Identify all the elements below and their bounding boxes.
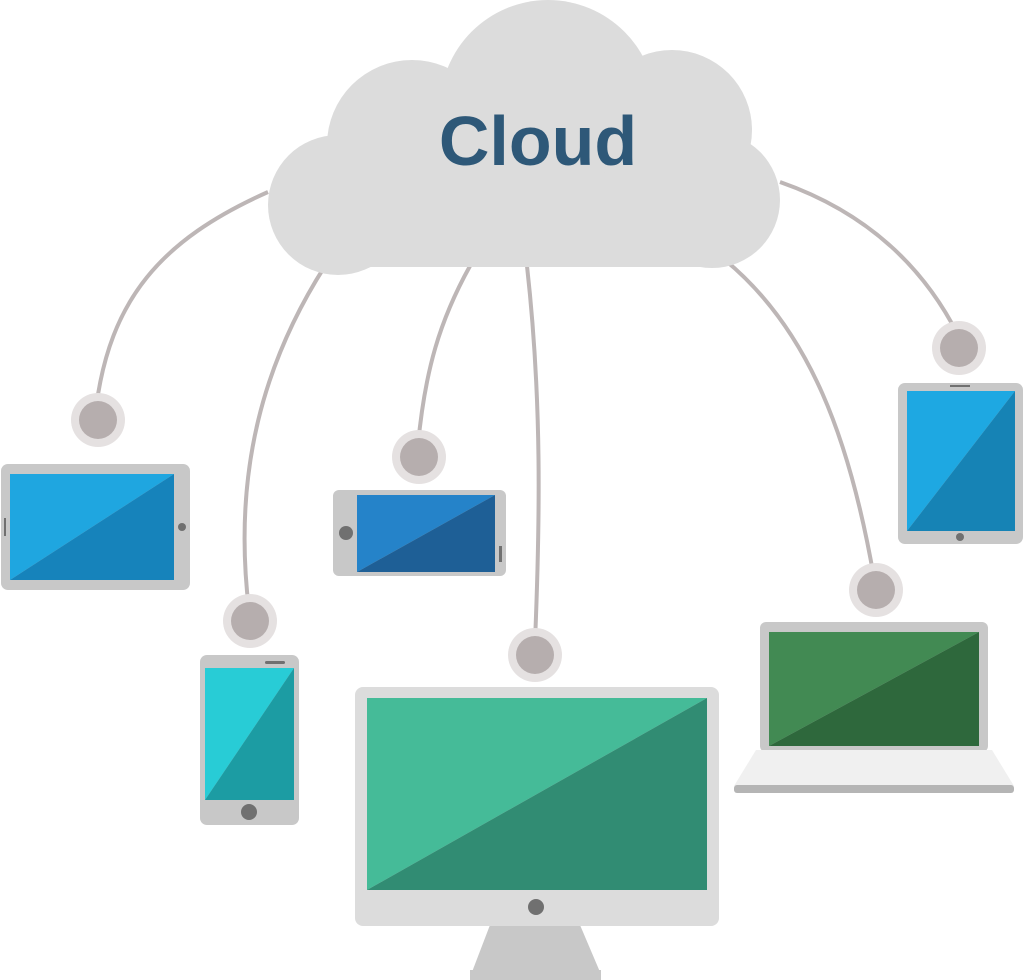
node-smartphone-landscape xyxy=(392,430,446,484)
connector-smartphone-landscape xyxy=(416,265,472,446)
node-laptop xyxy=(849,563,903,617)
tablet-landscape-device xyxy=(1,464,190,590)
node-smartphone-portrait xyxy=(223,594,277,648)
smartphone-landscape-device xyxy=(333,490,506,576)
cloud-label: Cloud xyxy=(439,102,637,180)
connector-laptop xyxy=(723,258,876,579)
tablet-portrait-device xyxy=(898,383,1023,544)
laptop-device xyxy=(734,622,1014,793)
node-desktop-monitor xyxy=(508,628,562,682)
smartphone-portrait-device xyxy=(200,655,299,825)
node-tablet-landscape xyxy=(71,393,125,447)
connector-tablet-portrait xyxy=(779,180,960,336)
connector-lines xyxy=(94,180,960,643)
connector-smartphone-portrait xyxy=(242,264,327,611)
connector-nodes xyxy=(71,321,986,682)
desktop-monitor-device xyxy=(355,687,719,980)
node-tablet-portrait xyxy=(932,321,986,375)
cloud-shape xyxy=(268,0,780,275)
connector-desktop-monitor xyxy=(525,265,541,643)
connector-tablet-landscape xyxy=(94,190,269,409)
